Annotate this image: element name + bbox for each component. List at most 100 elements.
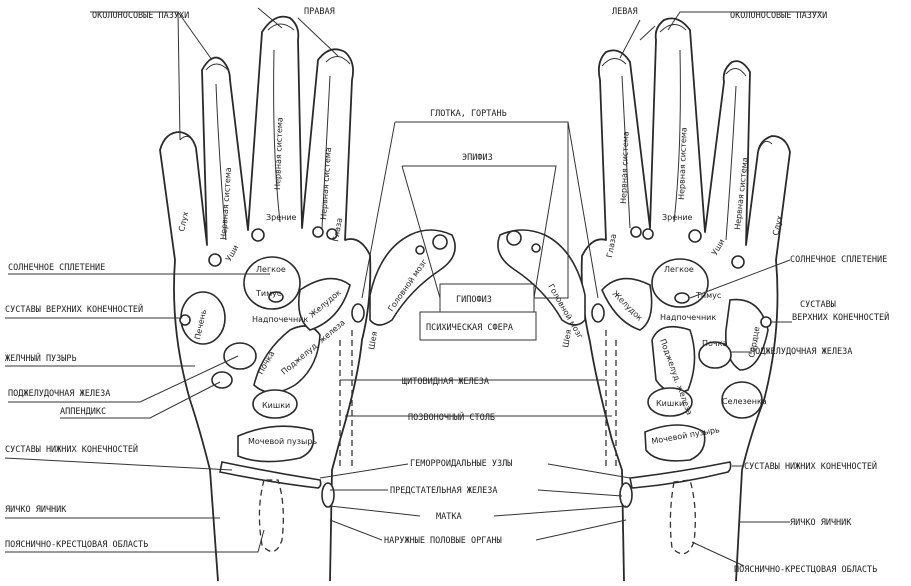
right-ear-point bbox=[208, 253, 222, 267]
line-sustavy-nizh-left bbox=[4, 457, 233, 471]
left-pineal-point bbox=[531, 243, 541, 253]
left-index-nail bbox=[725, 68, 747, 77]
left-eye-point-3 bbox=[642, 228, 654, 240]
callout-lines bbox=[4, 7, 822, 567]
right-lumbar-zone bbox=[258, 479, 284, 552]
left-lumbar-zone bbox=[669, 479, 696, 555]
epifiz-frame bbox=[402, 165, 557, 299]
left-ring-nail bbox=[601, 58, 627, 67]
left-lower-joint-zone bbox=[629, 461, 732, 489]
lh-glaza: Глаза bbox=[605, 233, 618, 258]
ring-inner-line bbox=[321, 75, 331, 229]
label-podzhel-right: ПОДЖЕЛУДОЧНАЯ ЖЕЛЕЗА bbox=[750, 347, 852, 357]
line-poyasn-right bbox=[691, 541, 745, 567]
line-okolonosovye-left bbox=[90, 11, 181, 141]
label-solnechnoe-right: СОЛНЕЧНОЕ СПЛЕТЕНИЕ bbox=[790, 255, 887, 265]
glotka-left-leg bbox=[361, 121, 396, 299]
left-ring-inner-line bbox=[621, 75, 631, 229]
rh-nadpochechnik: Надпочечник bbox=[252, 315, 308, 324]
left-middle-nail bbox=[659, 24, 687, 33]
right-eye-point-2 bbox=[312, 226, 324, 238]
left-intestine-zone bbox=[647, 387, 693, 417]
middle-nail bbox=[267, 23, 295, 31]
lh-ushi: Уши bbox=[710, 237, 726, 257]
left-thymus-zone bbox=[674, 292, 690, 304]
right-brain-zone bbox=[369, 229, 456, 326]
left-lung-zone bbox=[651, 258, 709, 308]
left-bladder-zone bbox=[644, 424, 706, 462]
right-hand bbox=[159, 15, 456, 582]
lh-nervnaya-2: Нервная система bbox=[677, 127, 689, 200]
label-gemorroid: ГЕМОРРОИДАЛЬНЫЕ УЗЛЫ bbox=[410, 459, 512, 469]
label-levaya: ЛЕВАЯ bbox=[612, 7, 638, 17]
right-throat-point bbox=[351, 303, 365, 323]
line-matka bbox=[329, 505, 627, 517]
rh-sheya: Шея bbox=[367, 331, 379, 351]
psikh-box bbox=[419, 311, 537, 341]
label-yaichko-left: ЯИЧКО ЯИЧНИК bbox=[5, 505, 67, 515]
rh-kishki: Кишки bbox=[262, 401, 290, 410]
label-matka: МАТКА bbox=[436, 512, 462, 522]
left-stomach-zone bbox=[601, 277, 653, 331]
label-zhelchny: ЖЕЛЧНЫЙ ПУЗЫРЬ bbox=[5, 352, 77, 364]
rh-legkoe: Легкое bbox=[256, 265, 286, 274]
label-gipofiz: ГИПОФИЗ bbox=[456, 295, 492, 305]
right-lung-zone bbox=[243, 256, 301, 310]
label-solnechnoe-left: СОЛНЕЧНОЕ СПЛЕТЕНИЕ bbox=[8, 263, 105, 273]
label-naruzh: НАРУЖНЫЕ ПОЛОВЫЕ ОРГАНЫ bbox=[384, 536, 502, 546]
right-appendix-zone bbox=[211, 371, 233, 389]
thumb-nail bbox=[179, 135, 197, 149]
left-upper-joint-point bbox=[760, 316, 772, 328]
left-spleen-zone bbox=[721, 381, 763, 419]
index-inner-line bbox=[215, 83, 227, 241]
line-okolonosovye-right bbox=[667, 11, 822, 31]
outer-labels: ОКОЛОНОСОВЫЕ ПАЗУХИ ПРАВАЯ ЛЕВАЯ ОКОЛОНО… bbox=[5, 7, 889, 575]
lh-zrenie: Зрение bbox=[662, 213, 693, 222]
right-pineal-point bbox=[415, 245, 425, 255]
right-stomach-zone bbox=[297, 277, 351, 331]
label-epifiz: ЭПИФИЗ bbox=[462, 153, 493, 163]
rh-ushi: Уши bbox=[224, 243, 240, 263]
line-poyasn-left bbox=[5, 529, 265, 553]
lh-nervnaya-3: Нервная система bbox=[619, 131, 631, 204]
line-levaya-2 bbox=[639, 25, 656, 41]
label-okolonosovye-right: ОКОЛОНОСОВЫЕ ПАЗУХИ bbox=[730, 11, 827, 21]
left-pituitary-point bbox=[506, 230, 522, 246]
label-poyasn-left: ПОЯСНИЧНО-КРЕСТЦОВАЯ ОБЛАСТЬ bbox=[5, 540, 148, 550]
label-sustavy-verkh-right-1: СУСТАВЫ bbox=[800, 300, 836, 310]
right-intestine-zone bbox=[252, 389, 298, 419]
left-kidney-zone bbox=[698, 341, 732, 369]
rh-timus: Тимус bbox=[255, 289, 281, 298]
lh-sheya: Шея bbox=[561, 329, 573, 349]
left-prostate-point bbox=[619, 482, 633, 508]
rh-glaza: Глаза bbox=[331, 217, 344, 242]
glotka-frame bbox=[395, 121, 569, 299]
rh-mochevoy: Мочевой пузырь bbox=[248, 437, 317, 446]
left-throat-point bbox=[591, 303, 605, 323]
rh-nervnaya-3: Нервная система bbox=[319, 147, 333, 220]
line-solnechnoe-right bbox=[689, 259, 791, 299]
label-glotka: ГЛОТКА, ГОРТАНЬ bbox=[430, 109, 507, 119]
label-okolonosovye-left: ОКОЛОНОСОВЫЕ ПАЗУХИ bbox=[92, 11, 189, 21]
central-boxes bbox=[361, 121, 599, 341]
left-eye-point-2 bbox=[630, 226, 642, 238]
lh-nadpochechnik: Надпочечник bbox=[660, 313, 716, 322]
rh-nervnaya-2: Нервная система bbox=[273, 117, 285, 190]
label-poyasn-right: ПОЯСНИЧНО-КРЕСТЦОВАЯ ОБЛАСТЬ bbox=[734, 565, 877, 575]
ring-nail bbox=[325, 56, 351, 65]
left-index-inner-line bbox=[725, 85, 737, 241]
right-upper-joint-point bbox=[179, 314, 191, 326]
middle-inner-line bbox=[273, 49, 281, 223]
label-psikh: ПСИХИЧЕСКАЯ СФЕРА bbox=[426, 323, 513, 333]
epifiz-left-leg bbox=[401, 165, 441, 299]
left-brain-zone bbox=[497, 229, 586, 326]
line-pravaya-2 bbox=[297, 17, 339, 57]
left-ear-point bbox=[731, 255, 745, 269]
lh-timus: Тимус bbox=[695, 291, 721, 300]
right-pituitary-point bbox=[432, 234, 448, 250]
left-hand bbox=[497, 17, 791, 582]
label-predstat: ПРЕДСТАТЕЛЬНАЯ ЖЕЛЕЗА bbox=[390, 486, 497, 496]
left-thumb-nail bbox=[757, 140, 773, 153]
lh-legkoe: Легкое bbox=[664, 265, 694, 274]
